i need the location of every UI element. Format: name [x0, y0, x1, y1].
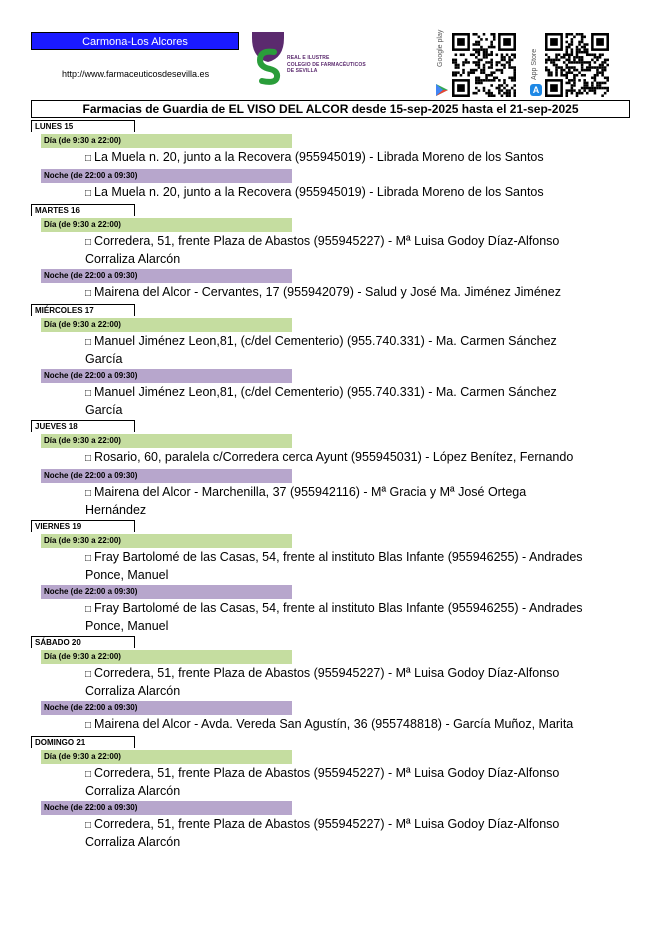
pharmacy-entry: □La Muela n. 20, junto a la Recovera (95… [85, 148, 585, 167]
night-shift-label: Noche (de 22:00 a 09:30) [41, 585, 292, 599]
app-store-label: App Store [531, 48, 538, 80]
bullet-icon: □ [85, 188, 92, 199]
pharmacy-entry: □Mairena del Alcor - Cervantes, 17 (9559… [85, 283, 585, 302]
page-title: Farmacias de Guardia de EL VISO DEL ALCO… [31, 100, 630, 118]
day-shift-label: Día (de 9:30 a 22:00) [41, 534, 292, 548]
pharmacy-text: La Muela n. 20, junto a la Recovera (955… [94, 150, 544, 164]
pharmacy-text: Mairena del Alcor - Cervantes, 17 (95594… [94, 285, 561, 299]
bullet-icon: □ [85, 153, 92, 164]
pharmacy-entry: □Corredera, 51, frente Plaza de Abastos … [85, 232, 585, 267]
day-label: VIERNES 19 [31, 520, 135, 532]
night-shift-label: Noche (de 22:00 a 09:30) [41, 369, 292, 383]
pharmacy-entry: □La Muela n. 20, junto a la Recovera (95… [85, 183, 585, 202]
day-shift-label: Día (de 9:30 a 22:00) [41, 750, 292, 764]
day-shift-label: Día (de 9:30 a 22:00) [41, 134, 292, 148]
night-shift-label: Noche (de 22:00 a 09:30) [41, 801, 292, 815]
app-store-qr-code-icon[interactable] [545, 33, 609, 97]
app-store-icon[interactable]: A [530, 84, 542, 96]
day-shift-label: Día (de 9:30 a 22:00) [41, 434, 292, 448]
bullet-icon: □ [85, 488, 92, 499]
day-label: LUNES 15 [31, 120, 135, 132]
bullet-icon: □ [85, 553, 92, 564]
day-shift-label: Día (de 9:30 a 22:00) [41, 650, 292, 664]
bullet-icon: □ [85, 604, 92, 615]
night-shift-label: Noche (de 22:00 a 09:30) [41, 269, 292, 283]
day-label: MIÉRCOLES 17 [31, 304, 135, 316]
google-play-label: Google play [437, 29, 444, 67]
region-badge: Carmona-Los Alcores [31, 32, 239, 50]
bullet-icon: □ [85, 337, 92, 348]
pharmacy-text: Mairena del Alcor - Avda. Vereda San Agu… [94, 717, 574, 731]
pharmacy-entry: □Mairena del Alcor - Marchenilla, 37 (95… [85, 483, 585, 518]
night-shift-label: Noche (de 22:00 a 09:30) [41, 169, 292, 183]
pharmacy-text: Fray Bartolomé de las Casas, 54, frente … [85, 601, 583, 633]
day-label: DOMINGO 21 [31, 736, 135, 748]
pharmacy-entry: □Rosario, 60, paralela c/Corredera cerca… [85, 448, 585, 467]
bullet-icon: □ [85, 237, 92, 248]
night-shift-label: Noche (de 22:00 a 09:30) [41, 469, 292, 483]
pharmacy-text: Mairena del Alcor - Marchenilla, 37 (955… [85, 485, 527, 517]
bullet-icon: □ [85, 720, 92, 731]
bullet-icon: □ [85, 453, 92, 464]
pharmacy-text: Corredera, 51, frente Plaza de Abastos (… [85, 666, 560, 698]
pharmacy-text: Manuel Jiménez Leon,81, (c/del Cementeri… [85, 385, 557, 417]
pharmacy-entry: □Manuel Jiménez Leon,81, (c/del Cementer… [85, 383, 585, 418]
college-logo-icon [252, 32, 284, 85]
pharmacy-text: Fray Bartolomé de las Casas, 54, frente … [85, 550, 583, 582]
google-play-qr-code-icon[interactable] [452, 33, 516, 97]
pharmacy-text: Corredera, 51, frente Plaza de Abastos (… [85, 234, 560, 266]
bullet-icon: □ [85, 820, 92, 831]
pharmacy-text: Corredera, 51, frente Plaza de Abastos (… [85, 817, 560, 849]
day-label: SÁBADO 20 [31, 636, 135, 648]
pharmacy-entry: □Manuel Jiménez Leon,81, (c/del Cementer… [85, 332, 585, 367]
google-play-icon[interactable] [435, 83, 449, 97]
pharmacy-entry: □Corredera, 51, frente Plaza de Abastos … [85, 664, 585, 699]
night-shift-label: Noche (de 22:00 a 09:30) [41, 701, 292, 715]
pharmacy-entry: □Corredera, 51, frente Plaza de Abastos … [85, 815, 585, 850]
day-shift-label: Día (de 9:30 a 22:00) [41, 218, 292, 232]
website-link[interactable]: http://www.farmaceuticosdesevilla.es [62, 69, 210, 79]
pharmacy-entry: □Fray Bartolomé de las Casas, 54, frente… [85, 548, 585, 583]
pharmacy-entry: □Corredera, 51, frente Plaza de Abastos … [85, 764, 585, 799]
bullet-icon: □ [85, 769, 92, 780]
pharmacy-text: La Muela n. 20, junto a la Recovera (955… [94, 185, 544, 199]
pharmacy-text: Rosario, 60, paralela c/Corredera cerca … [94, 450, 574, 464]
bullet-icon: □ [85, 288, 92, 299]
pharmacy-entry: □Fray Bartolomé de las Casas, 54, frente… [85, 599, 585, 634]
college-name: REAL E ILUSTRE COLEGIO DE FARMACÉUTICOS … [287, 55, 366, 74]
pharmacy-text: Corredera, 51, frente Plaza de Abastos (… [85, 766, 560, 798]
bullet-icon: □ [85, 388, 92, 399]
pharmacy-text: Manuel Jiménez Leon,81, (c/del Cementeri… [85, 334, 557, 366]
day-label: MARTES 16 [31, 204, 135, 216]
bullet-icon: □ [85, 669, 92, 680]
day-shift-label: Día (de 9:30 a 22:00) [41, 318, 292, 332]
pharmacy-entry: □Mairena del Alcor - Avda. Vereda San Ag… [85, 715, 585, 734]
day-label: JUEVES 18 [31, 420, 135, 432]
